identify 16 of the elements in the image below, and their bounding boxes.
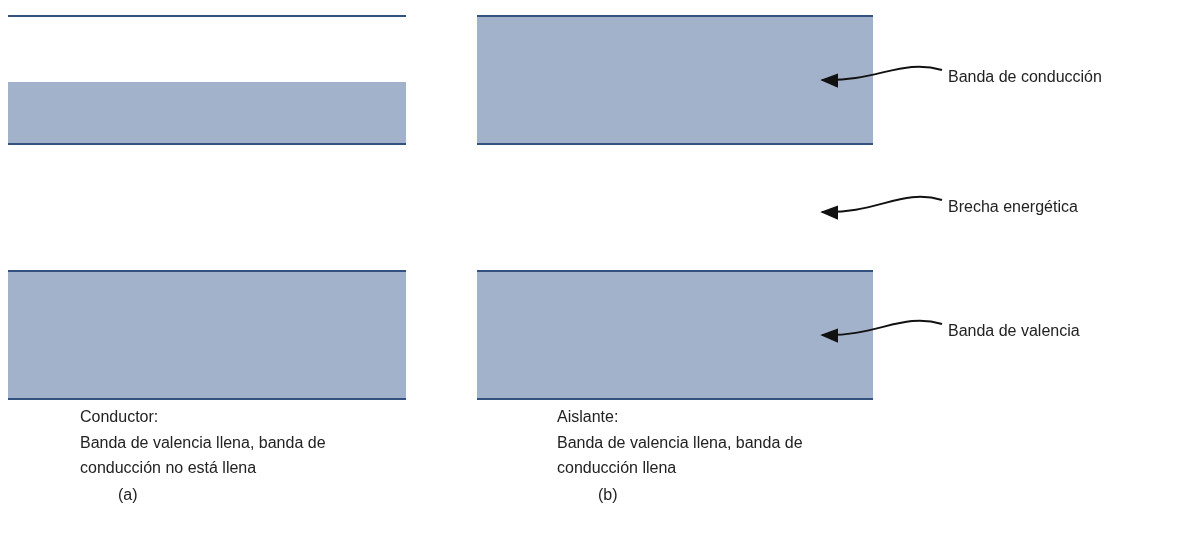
leader-arrow xyxy=(820,195,943,220)
leader-arrow xyxy=(820,65,943,88)
band-label: Banda de conducción xyxy=(948,66,1102,88)
conduction-band xyxy=(8,15,406,145)
caption-text: Banda de valencia llena, banda de conducción no está llena xyxy=(80,433,327,478)
band-label: Banda de valencia xyxy=(948,320,1080,342)
caption-text: Banda de valencia llena, banda de conducción llena xyxy=(557,433,804,478)
panel-letter: (a) xyxy=(118,485,138,505)
panel-heading: Conductor: xyxy=(80,407,159,427)
valence-band xyxy=(8,270,406,400)
valence-band xyxy=(477,270,873,400)
panel-letter: (b) xyxy=(598,485,618,505)
panel-heading: Aislante: xyxy=(557,407,619,427)
conduction-band xyxy=(477,15,873,145)
band-label: Brecha energética xyxy=(948,196,1078,218)
leader-arrow xyxy=(820,319,943,343)
